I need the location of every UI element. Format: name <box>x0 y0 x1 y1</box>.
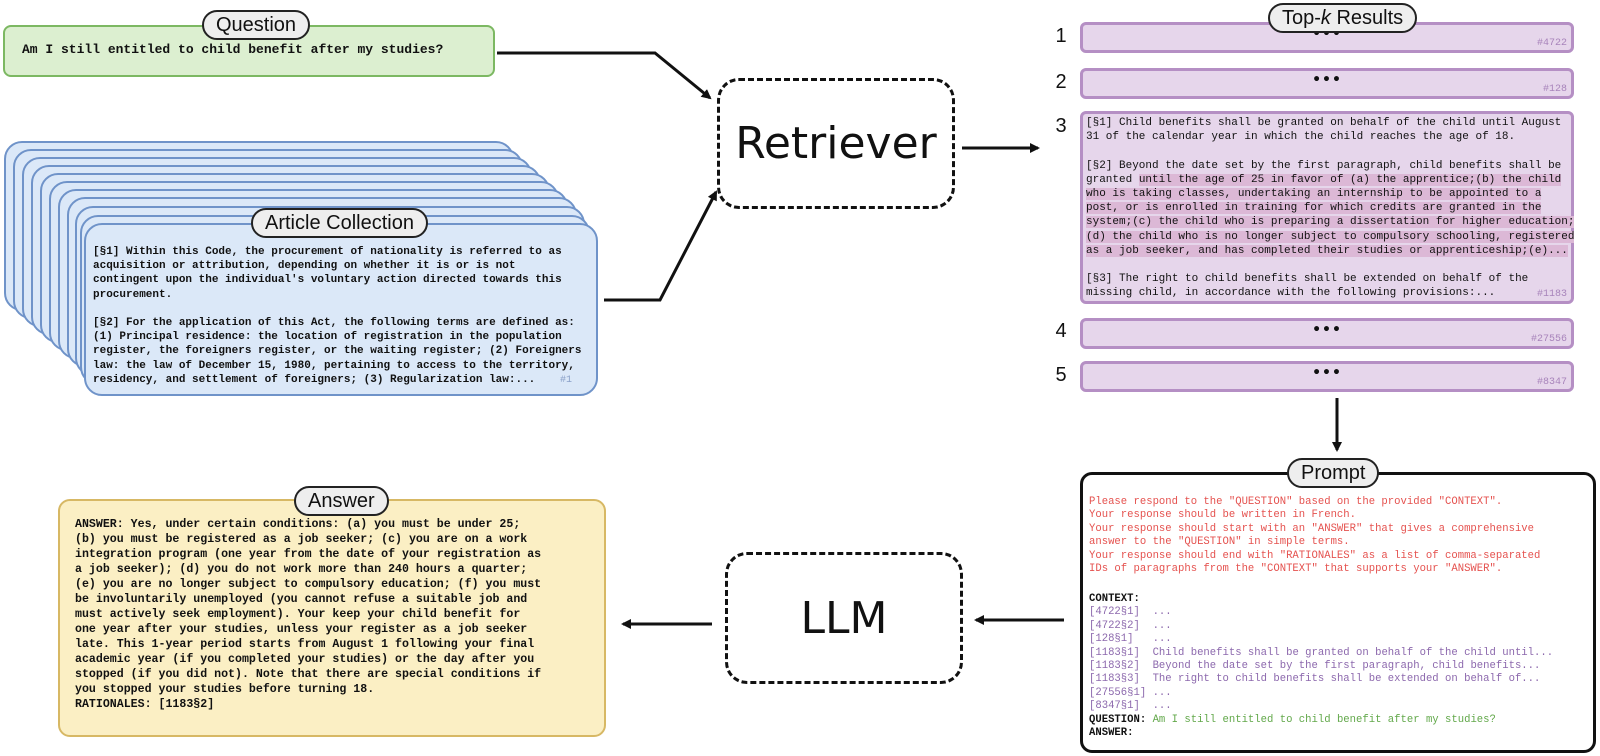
result-ellipsis: ••• <box>1312 322 1342 338</box>
prompt-box: Please respond to the "QUESTION" based o… <box>1080 472 1596 753</box>
rank-number: 1 <box>1055 25 1067 47</box>
prompt-instructions: Please respond to the "QUESTION" based o… <box>1089 496 1541 576</box>
topk-label: Top-k Results <box>1268 3 1418 33</box>
rank-number: 3 <box>1055 115 1067 137</box>
result-id: #1183 <box>1536 289 1567 300</box>
question-label: Question <box>202 10 311 40</box>
result-id: #27556 <box>1530 334 1567 345</box>
article-id: #1 <box>559 375 572 386</box>
result-id: #4722 <box>1536 38 1567 49</box>
prompt-context: CONTEXT: [4722§1] ... [4722§2] ... [128§… <box>1089 593 1554 740</box>
llm-label: LLM <box>800 592 888 644</box>
result-ellipsis: ••• <box>1312 365 1342 381</box>
result-box[interactable]: ••• #27556 <box>1080 318 1574 349</box>
article-text: [§1] Within this Code, the procurement o… <box>93 246 582 386</box>
retriever-label: Retriever <box>735 118 937 169</box>
result-id: #128 <box>1542 84 1567 95</box>
result-id: #8347 <box>1536 377 1567 388</box>
result-ellipsis: ••• <box>1312 72 1342 88</box>
rank-number: 5 <box>1055 364 1067 386</box>
answer-box: ANSWER: Yes, under certain conditions: (… <box>58 499 606 737</box>
answer-text: ANSWER: Yes, under certain conditions: (… <box>75 518 542 711</box>
expanded-result-text: [§1] Child benefits shall be granted on … <box>1086 117 1575 300</box>
result-box[interactable]: ••• #8347 <box>1080 361 1574 392</box>
retriever-box: Retriever <box>717 78 955 209</box>
prompt-label: Prompt <box>1287 458 1380 488</box>
question-text: Am I still entitled to child benefit aft… <box>22 42 444 57</box>
answer-label: Answer <box>294 486 389 516</box>
article-card: [§1] Within this Code, the procurement o… <box>84 223 598 396</box>
article-collection-label: Article Collection <box>251 208 428 238</box>
result-box[interactable]: ••• #128 <box>1080 68 1574 99</box>
llm-box: LLM <box>725 552 963 684</box>
rank-number: 4 <box>1055 320 1067 342</box>
collection-to-retriever-arrow <box>604 190 718 302</box>
rank-number: 2 <box>1055 71 1067 93</box>
question-to-retriever-arrow <box>497 51 712 100</box>
result-box-expanded[interactable]: [§1] Child benefits shall be granted on … <box>1080 111 1575 304</box>
